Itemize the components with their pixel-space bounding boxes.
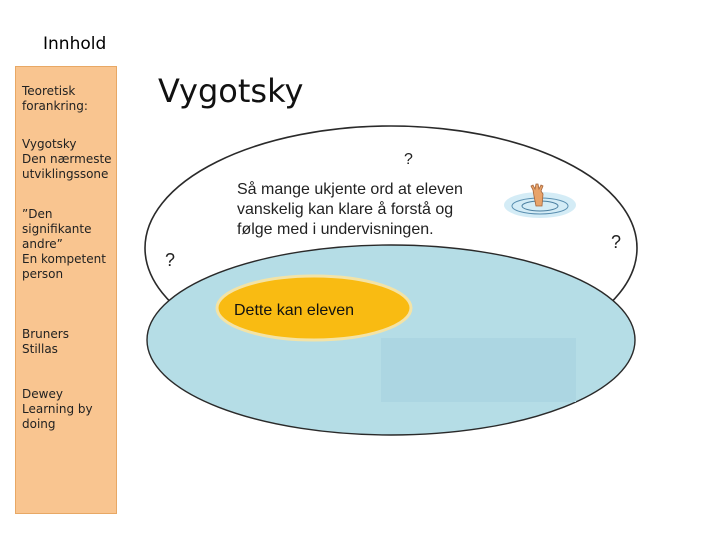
outer-text-line-2: vanskelig kan klare å forstå og bbox=[237, 200, 453, 218]
nav-title: Innhold bbox=[43, 34, 107, 54]
sidebar-item-significant-other[interactable]: ”Den signifikante andre” En kompetent pe… bbox=[22, 207, 106, 281]
core-label: Dette kan eleven bbox=[234, 302, 354, 319]
slide-title: Vygotsky bbox=[158, 72, 304, 110]
sidebar-item-vygotsky[interactable]: Vygotsky Den nærmeste utviklingssone bbox=[22, 137, 112, 181]
outer-text-line-3: følge med i undervisningen. bbox=[237, 221, 434, 238]
sidebar-item-bruner[interactable]: Bruners Stillas bbox=[22, 327, 69, 356]
question-mark-left: ? bbox=[165, 250, 175, 270]
sidebar-item-dewey[interactable]: Dewey Learning by doing bbox=[22, 387, 93, 431]
highlight-box bbox=[381, 338, 576, 402]
question-mark-top: ? bbox=[404, 151, 413, 168]
outer-text-line-1: Så mange ukjente ord at eleven bbox=[237, 180, 463, 198]
question-mark-right: ? bbox=[611, 232, 621, 252]
drowning-hand-icon bbox=[504, 183, 576, 218]
sidebar-item-theory[interactable]: Teoretisk forankring: bbox=[22, 84, 88, 113]
core-zone bbox=[215, 274, 413, 342]
sidebar: Teoretisk forankring: Vygotsky Den nærme… bbox=[15, 66, 117, 514]
